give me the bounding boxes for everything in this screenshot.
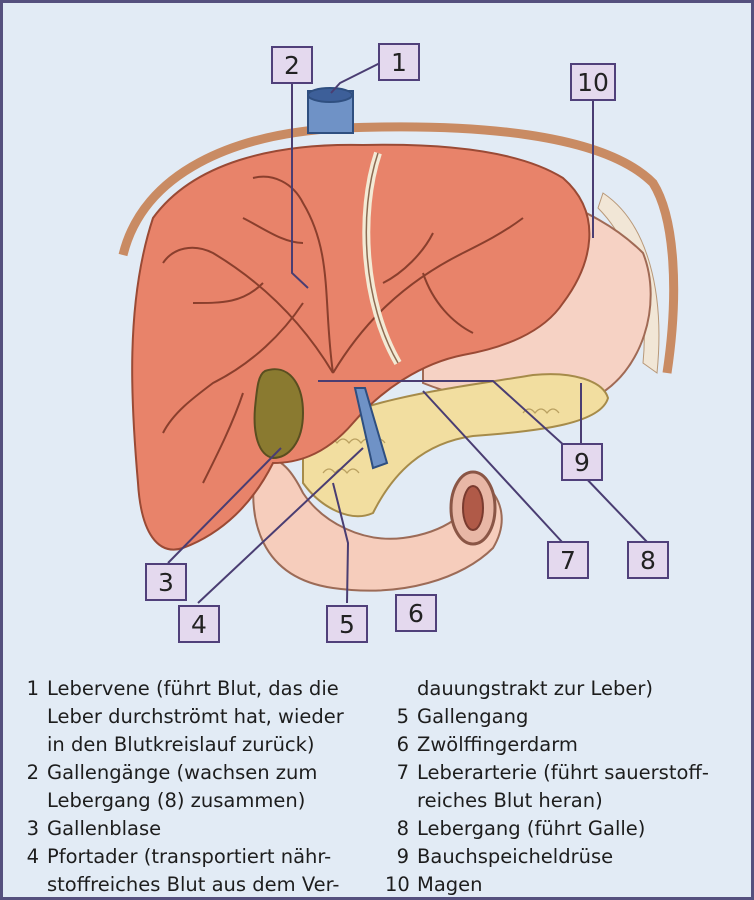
legend-text: in den Blutkreislauf zurück) xyxy=(47,731,315,759)
legend-number xyxy=(385,675,409,703)
legend-number: 3 xyxy=(15,815,39,843)
callout-2: 2 xyxy=(271,46,313,84)
legend-number xyxy=(15,871,39,899)
legend-left-column: 1 Lebervene (führt Blut, das die Leber du… xyxy=(15,675,344,899)
callout-3: 3 xyxy=(145,563,187,601)
legend-number: 9 xyxy=(385,843,409,871)
legend-number: 10 xyxy=(385,871,409,899)
legend-line: 2 Gallengänge (wachsen zum xyxy=(15,759,344,787)
legend-number xyxy=(15,787,39,815)
legend-line: 8 Lebergang (führt Galle) xyxy=(385,815,709,843)
legend-line: 1 Lebervene (führt Blut, das die xyxy=(15,675,344,703)
legend-text: Gallengang xyxy=(417,703,528,731)
legend-text: Magen xyxy=(417,871,483,899)
legend-line: 7 Leberarterie (führt sauerstoff- xyxy=(385,759,709,787)
legend-number: 6 xyxy=(385,731,409,759)
legend-line: Leber durchströmt hat, wieder xyxy=(15,703,344,731)
legend-number: 4 xyxy=(15,843,39,871)
legend-text: Leberarterie (führt sauerstoff- xyxy=(417,759,709,787)
legend-text: Gallengänge (wachsen zum xyxy=(47,759,317,787)
legend-line: dauungstrakt zur Leber) xyxy=(385,675,709,703)
legend-number: 5 xyxy=(385,703,409,731)
legend-line: stoffreiches Blut aus dem Ver- xyxy=(15,871,344,899)
callout-4: 4 xyxy=(178,605,220,643)
legend-line: 3 Gallenblase xyxy=(15,815,344,843)
legend-line: 9 Bauchspeicheldrüse xyxy=(385,843,709,871)
legend-text: Lebergang (8) zusammen) xyxy=(47,787,305,815)
callout-6: 6 xyxy=(395,594,437,632)
legend-number xyxy=(385,787,409,815)
duodenum-lumen xyxy=(463,486,483,530)
legend-text: Lebervene (führt Blut, das die xyxy=(47,675,339,703)
legend-number xyxy=(15,731,39,759)
legend-number: 1 xyxy=(15,675,39,703)
legend-text: Leber durchströmt hat, wieder xyxy=(47,703,344,731)
legend-line: in den Blutkreislauf zurück) xyxy=(15,731,344,759)
legend-text: Bauchspeicheldrüse xyxy=(417,843,613,871)
legend-line: 5 Gallengang xyxy=(385,703,709,731)
legend-number: 8 xyxy=(385,815,409,843)
callout-10: 10 xyxy=(570,63,616,101)
legend-line: 4 Pfortader (transportiert nähr- xyxy=(15,843,344,871)
legend-text: Zwölffingerdarm xyxy=(417,731,578,759)
legend-line: reiches Blut heran) xyxy=(385,787,709,815)
callout-7: 7 xyxy=(547,541,589,579)
legend-number xyxy=(15,703,39,731)
hepatic-vein-opening xyxy=(308,88,352,102)
legend-text: stoffreiches Blut aus dem Ver- xyxy=(47,871,339,899)
callout-1: 1 xyxy=(378,43,420,81)
legend-number: 2 xyxy=(15,759,39,787)
callout-8: 8 xyxy=(627,541,669,579)
legend-text: Pfortader (transportiert nähr- xyxy=(47,843,331,871)
legend-right-column: dauungstrakt zur Leber) 5 Gallengang 6 Zwö… xyxy=(385,675,709,899)
gallbladder-shape xyxy=(255,369,303,458)
legend-text: reiches Blut heran) xyxy=(417,787,603,815)
legend-line: 6 Zwölffingerdarm xyxy=(385,731,709,759)
callout-9: 9 xyxy=(561,443,603,481)
legend-text: dauungstrakt zur Leber) xyxy=(417,675,653,703)
legend-line: 10 Magen xyxy=(385,871,709,899)
legend-text: Lebergang (führt Galle) xyxy=(417,815,645,843)
legend-line: Lebergang (8) zusammen) xyxy=(15,787,344,815)
callout-5: 5 xyxy=(326,605,368,643)
legend-text: Gallenblase xyxy=(47,815,161,843)
legend-number: 7 xyxy=(385,759,409,787)
